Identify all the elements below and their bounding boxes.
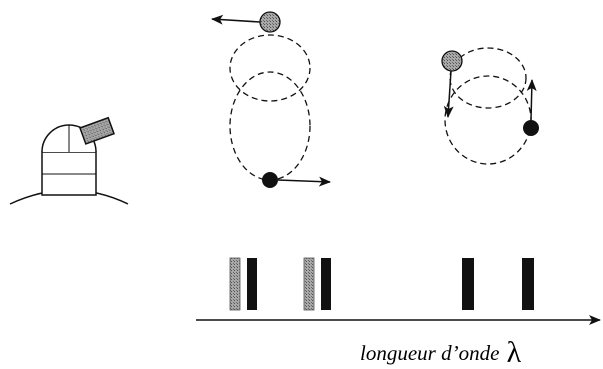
axis-label-text: longueur d’onde	[360, 341, 500, 365]
spectrum	[229, 257, 534, 311]
star-gray	[259, 11, 281, 33]
spectral-line-black	[522, 258, 534, 310]
spectral-line-gray	[229, 257, 241, 311]
spectral-line-black	[321, 258, 331, 310]
lambda-symbol: λ	[506, 336, 522, 369]
binary-system-left	[211, 11, 331, 188]
velocity-arrow	[526, 79, 537, 121]
star-black	[262, 172, 278, 188]
velocity-arrow	[211, 14, 261, 25]
axis-label: longueur d’onde λ	[360, 338, 603, 368]
orbit-upper	[449, 47, 527, 109]
orbit-lower	[444, 75, 532, 165]
star-black	[523, 120, 539, 136]
velocity-arrow	[443, 70, 454, 118]
spectral-line-black	[247, 258, 257, 310]
orbit-upper	[229, 34, 311, 102]
spectral-line-gray	[303, 257, 315, 311]
binary-system-right	[441, 47, 539, 165]
velocity-arrow	[277, 176, 331, 187]
spectral-line-black	[462, 258, 474, 310]
orbit-lower	[229, 71, 311, 181]
observatory-dome-icon	[9, 116, 129, 205]
star-gray	[441, 50, 463, 72]
